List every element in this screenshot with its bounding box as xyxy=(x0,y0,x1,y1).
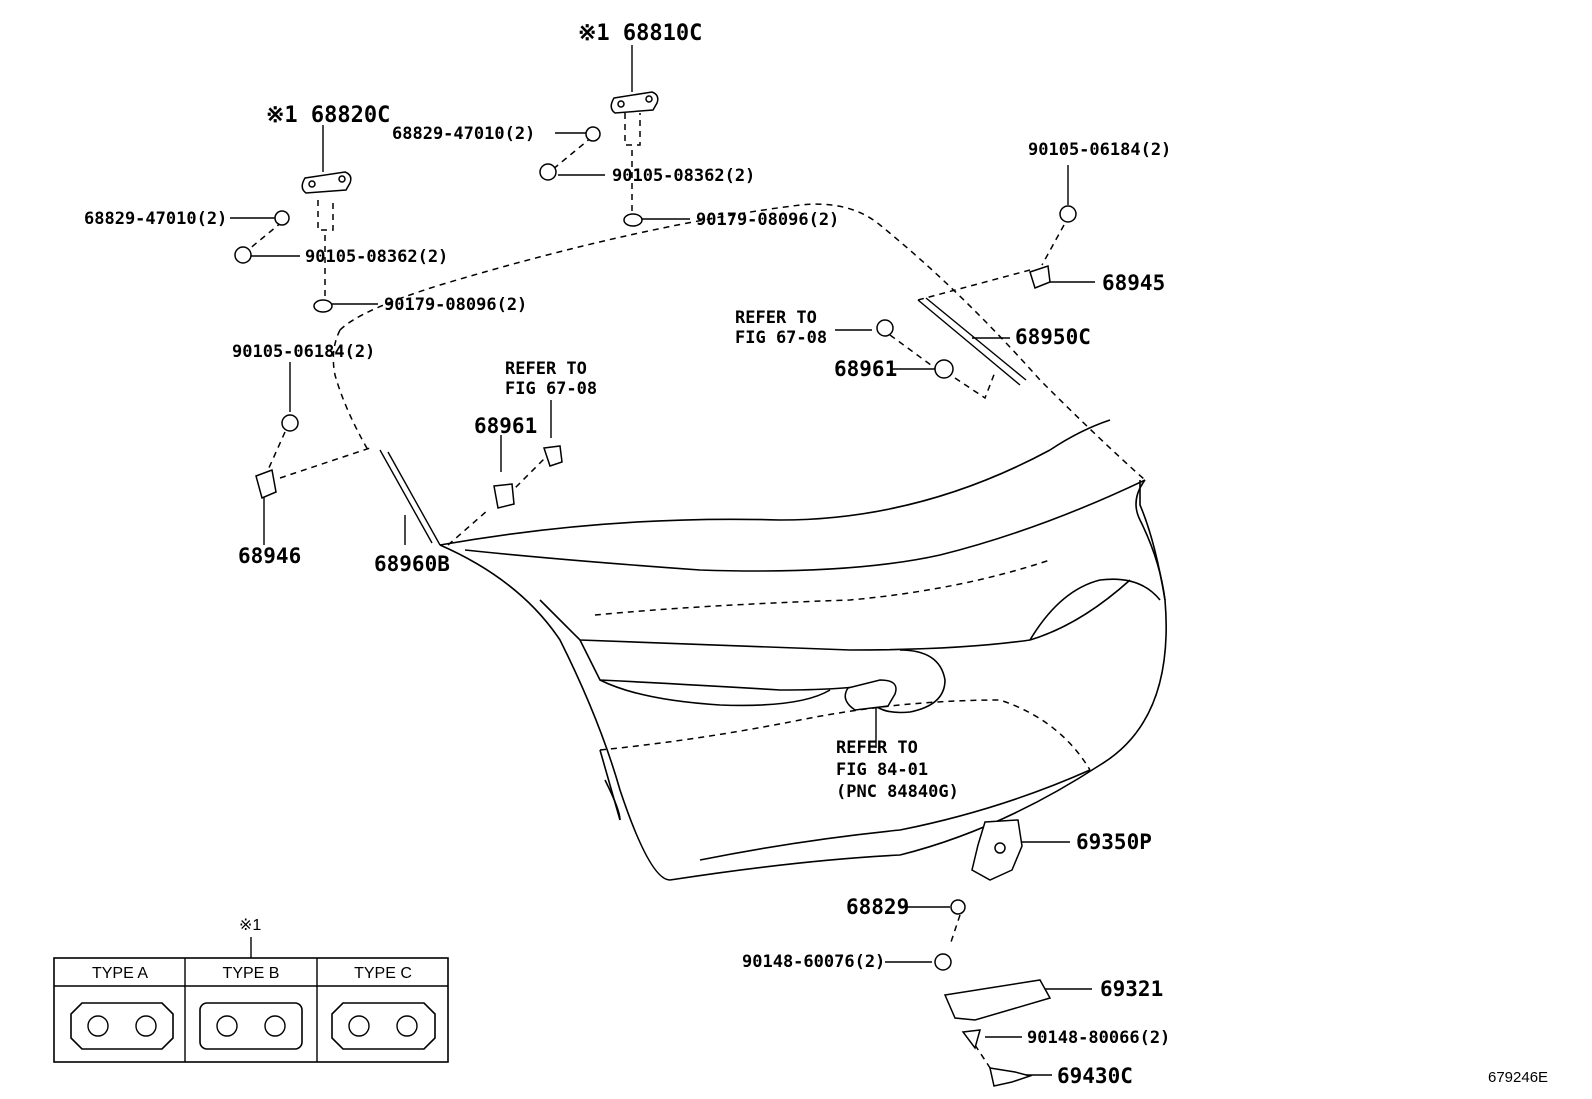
type-c-shape xyxy=(331,1002,436,1050)
label-68820c: ※1 68820C xyxy=(266,103,390,128)
label-68829: 68829 xyxy=(846,895,909,919)
callout-labels: ※1 68810C ※1 68820C 68829-47010(2) 68829… xyxy=(84,21,1171,1088)
label-68829-47010-left: 68829-47010(2) xyxy=(84,209,227,229)
legend-marker: ※1 xyxy=(239,917,261,934)
leader-lines xyxy=(230,45,1095,1081)
label-69430c: 69430C xyxy=(1057,1064,1133,1088)
label-90105-08362-left: 90105-08362(2) xyxy=(305,247,448,267)
label-68961-left: 68961 xyxy=(474,414,537,438)
legend-type-b: TYPE B xyxy=(223,965,280,982)
label-90179-08096-top: 90179-08096(2) xyxy=(696,210,839,230)
label-68810c: ※1 68810C xyxy=(578,21,702,46)
label-69350p: 69350P xyxy=(1076,830,1152,854)
part-68820c xyxy=(301,171,352,194)
part-68945 xyxy=(1029,264,1051,289)
legend-type-a: TYPE A xyxy=(92,965,148,982)
part-68810c xyxy=(610,91,659,114)
label-68945: 68945 xyxy=(1102,271,1165,295)
refer-note-left-line1: REFER TO xyxy=(505,359,587,379)
label-90105-06184-left: 90105-06184(2) xyxy=(232,342,375,362)
label-68950c: 68950C xyxy=(1015,325,1091,349)
label-68946: 68946 xyxy=(238,544,301,568)
nut-parts xyxy=(234,126,1077,1050)
type-a-shape xyxy=(70,1002,174,1050)
part-68946 xyxy=(255,468,277,500)
refer-note-handle-line1: REFER TO xyxy=(836,738,918,758)
label-90105-08362-top: 90105-08362(2) xyxy=(612,166,755,186)
type-b-shape xyxy=(199,1002,303,1050)
refer-note-handle-line2: FIG 84-01 xyxy=(836,760,928,780)
part-69430c xyxy=(989,1067,1033,1087)
part-69321 xyxy=(943,979,1052,1021)
figure-reference-number: 679246E xyxy=(1488,1069,1548,1086)
label-90148-80066: 90148-80066(2) xyxy=(1027,1028,1170,1048)
part-69350p xyxy=(971,819,1023,881)
refer-note-right-line1: REFER TO xyxy=(735,308,817,328)
label-90105-06184-right: 90105-06184(2) xyxy=(1028,140,1171,160)
label-68961-right: 68961 xyxy=(834,357,897,381)
label-68960b: 68960B xyxy=(374,552,450,576)
legend-type-c: TYPE C xyxy=(354,965,412,982)
label-68829-47010-top: 68829-47010(2) xyxy=(392,124,535,144)
part-handle xyxy=(844,679,897,711)
part-68961-left xyxy=(493,445,563,509)
refer-note-left-line2: FIG 67-08 xyxy=(505,379,597,399)
type-legend: ※1 TYPE A TYPE B TYPE C xyxy=(53,917,449,1063)
label-69321: 69321 xyxy=(1100,977,1163,1001)
refer-note-handle-line3: (PNC 84840G) xyxy=(836,782,959,802)
label-90179-08096-left: 90179-08096(2) xyxy=(384,295,527,315)
refer-note-right-line2: FIG 67-08 xyxy=(735,328,827,348)
label-90148-60076: 90148-60076(2) xyxy=(742,952,885,972)
